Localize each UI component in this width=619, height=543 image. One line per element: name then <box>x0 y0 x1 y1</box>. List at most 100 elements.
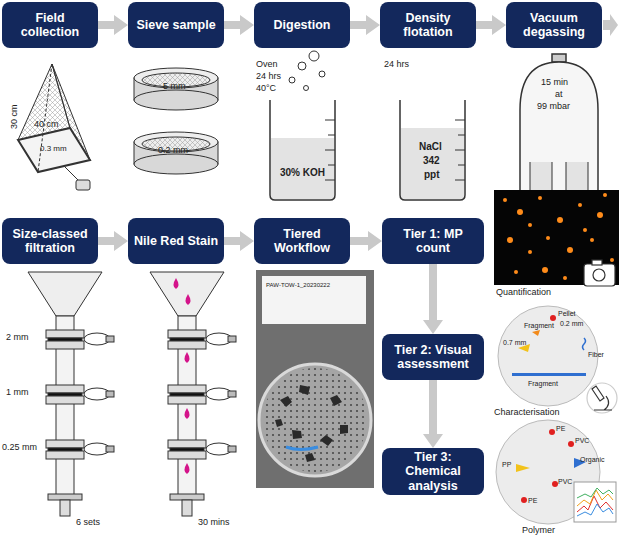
annotation-label: PVC <box>558 478 572 485</box>
plankton-net-drawing <box>76 180 90 190</box>
nile-red-drops <box>186 294 191 305</box>
digestion-beaker <box>319 71 325 77</box>
continuation-arrow <box>603 14 618 36</box>
fluorescence-image <box>578 203 582 207</box>
box-title: Tier 1: MP count <box>387 227 479 256</box>
filter-stack <box>46 440 84 448</box>
fluorescence-image <box>494 190 619 285</box>
annotation-label: Pellet <box>558 310 576 317</box>
box-title: Size-classed filtration <box>7 227 93 256</box>
annotation-label: Fragment <box>528 380 558 387</box>
spectrum-chart <box>574 482 616 522</box>
process-box: Tier 1: MP count <box>382 218 484 264</box>
sample-photo <box>262 276 366 324</box>
annotation-label: 5 mm <box>163 82 186 91</box>
filter-stack <box>106 336 114 342</box>
box-title: Vacuum degassing <box>511 11 597 40</box>
annotation-label: PE <box>528 497 537 504</box>
process-box: Digestion <box>254 2 350 48</box>
microscope-icon <box>587 383 617 413</box>
polymer-dish <box>552 481 558 487</box>
flow-arrow <box>476 15 506 35</box>
flow-arrow <box>98 15 128 35</box>
microscope-icon <box>594 396 612 410</box>
plankton-net-drawing <box>38 64 52 172</box>
polymer-dish <box>516 464 530 472</box>
fluorescence-image <box>546 236 550 240</box>
fluorescence-image <box>507 237 513 243</box>
annotation-label: 0.25 mm <box>2 443 37 452</box>
annotation-label: 0.2 mm <box>560 320 583 327</box>
annotation-label: 30% KOH <box>280 168 325 179</box>
digestion-beaker <box>271 138 334 199</box>
process-box: Tiered Workflow <box>254 218 350 264</box>
sieve-drawing <box>134 154 218 174</box>
flow-arrow <box>423 264 443 334</box>
annotation-label: 0.2 mm <box>158 146 188 155</box>
process-box: Tier 3: Chemical analysis <box>382 448 484 495</box>
annotation-label: 40 cm <box>34 120 59 129</box>
box-title: Sieve sample <box>136 18 215 32</box>
fluorescence-image <box>563 276 567 280</box>
box-title: Density flotation <box>385 11 471 40</box>
flow-arrow <box>224 231 254 251</box>
flotation-beaker <box>401 128 464 199</box>
characterisation-dish <box>550 315 556 321</box>
annotation-label: Characterisation <box>494 408 560 417</box>
fluorescence-image <box>528 250 532 254</box>
annotation-label: Organic <box>580 456 605 463</box>
filter-stack <box>106 446 114 452</box>
sample-photo <box>256 270 374 488</box>
sample-photo <box>275 385 348 462</box>
fluorescence-image <box>597 212 603 218</box>
characterisation-dish <box>512 373 586 376</box>
sample-photo <box>259 364 371 476</box>
microscope-icon <box>592 386 604 401</box>
spectrum-chart <box>577 490 613 506</box>
annotation-label: PAW-TOW-1_20230222 <box>266 282 362 288</box>
nile-red-drops <box>185 352 190 363</box>
flow-arrow <box>350 231 382 251</box>
box-title: Tiered Workflow <box>259 227 345 256</box>
sample-photo <box>256 270 374 488</box>
digestion-beaker <box>304 86 309 91</box>
vacuum-bell-jar <box>566 162 588 192</box>
process-box: Tier 2: Visual assessment <box>382 334 484 380</box>
annotation-label: PVC <box>575 437 589 444</box>
fluorescence-image <box>610 258 614 262</box>
filter-stack <box>28 272 114 516</box>
spectrum-chart <box>577 488 613 498</box>
filter-stack <box>46 341 84 349</box>
annotation-label: 342 <box>423 156 440 167</box>
characterisation-dish <box>498 306 598 406</box>
camera-icon <box>584 260 615 286</box>
annotation-label: ppt <box>424 170 440 181</box>
annotation-label: 40°C <box>256 84 276 93</box>
filter-stack <box>46 396 84 404</box>
characterisation-dish <box>498 306 598 406</box>
digestion-beaker <box>270 100 335 200</box>
box-title: Field collection <box>7 11 93 40</box>
fluorescence-image <box>567 247 573 253</box>
annotation-label: 0.3 mm <box>40 145 67 153</box>
annotation-label: 6 sets <box>76 518 100 527</box>
filter-stack <box>46 451 84 459</box>
nile-red-drops <box>185 463 190 474</box>
filter-stack <box>46 385 84 393</box>
flotation-beaker <box>400 100 465 200</box>
box-title: Tier 3: Chemical analysis <box>387 450 479 493</box>
annotation-label: 24 hrs <box>256 72 281 81</box>
sample-photo <box>263 368 367 472</box>
fluorescence-image <box>557 217 563 223</box>
digestion-beaker <box>309 51 319 61</box>
fluorescence-image <box>583 228 587 232</box>
filter-stack <box>150 272 236 516</box>
annotation-label: 24 hrs <box>384 60 409 69</box>
annotation-label: at <box>555 90 563 99</box>
annotation-label: Polymer <box>522 526 555 535</box>
flotation-beaker <box>400 100 465 200</box>
fluorescence-image <box>514 270 518 274</box>
flow-arrow <box>423 380 443 448</box>
